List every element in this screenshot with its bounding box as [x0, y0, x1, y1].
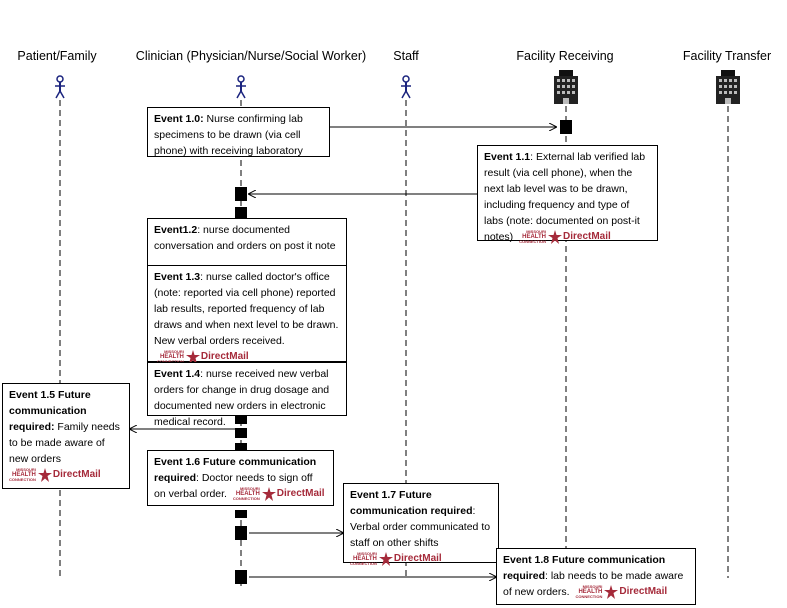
event-1-7-box: Event 1.7 Future communication required:…	[343, 483, 499, 567]
event-1-3-text: : nurse called doctor's office (note: re…	[154, 271, 339, 347]
person-icon	[236, 75, 246, 99]
activation-clinician-8	[235, 570, 247, 584]
event-1-1-box: Event 1.1: External lab verified lab res…	[477, 145, 658, 245]
logo-line3: CONNECTION	[350, 561, 377, 567]
event-1-6-box: Event 1.6 Future communication required:…	[147, 450, 334, 506]
logo-line3: CONNECTION	[157, 360, 184, 364]
event-1-1-title: Event 1.1	[484, 151, 531, 163]
logo-line1: MISSOURI	[164, 349, 184, 355]
activation-clinician-7	[235, 526, 247, 540]
activation-clinician-6	[235, 510, 247, 518]
building-icon	[554, 70, 578, 104]
event-1-2-text: : nurse documented conversation and orde…	[154, 224, 336, 252]
actor-label-facility-transfer: Facility Transfer	[682, 49, 772, 63]
directmail-star-icon	[185, 350, 200, 365]
activation-clinician-5	[235, 443, 247, 453]
event-1-4-box: Event 1.4: nurse received new verbal ord…	[147, 362, 347, 428]
directmail-star-icon	[378, 552, 393, 567]
event-1-4-title: Event 1.4	[154, 368, 201, 380]
event-1-2-title: Event1.2	[154, 224, 198, 236]
logo-line2: HEALTH	[160, 354, 184, 361]
logo-line2: HEALTH	[353, 556, 377, 563]
event-1-6-title: Event 1.6 Future communication required	[154, 456, 317, 484]
logo-text: DirectMail	[52, 469, 101, 481]
logo-line1: MISSOURI	[582, 584, 603, 590]
event-1-2-box: Event1.2: nurse documented conversation …	[147, 218, 347, 266]
event-1-0-box: Event 1.0: Nurse confirming lab specimen…	[147, 107, 330, 157]
directmail-star-icon	[604, 585, 619, 600]
event-1-8-title: Event 1.8 Future communication required	[503, 554, 666, 582]
logo-text: DirectMail	[200, 351, 249, 363]
logo-line1: MISSOURI	[240, 486, 260, 492]
event-1-0-text: Nurse confirming lab specimens to be dra…	[154, 113, 303, 157]
logo-line1: MISSOURI	[526, 229, 546, 235]
actor-label-clinician: Clinician (Physician/Nurse/Social Worker…	[135, 49, 367, 63]
event-1-6-text: : Doctor needs to sign off on verbal ord…	[154, 472, 313, 500]
event-1-8-text: : lab needs to be made aware of new orde…	[503, 570, 684, 598]
logo-line2: HEALTH	[522, 234, 546, 241]
directmail-star-icon	[261, 487, 276, 502]
logo-text: DirectMail	[563, 231, 611, 243]
logo-line1: MISSOURI	[16, 467, 36, 473]
directmail-star-icon	[37, 468, 52, 483]
event-1-7-title: Event 1.7 Future communication required	[350, 489, 473, 517]
event-1-3-title: Event 1.3	[154, 271, 201, 283]
logo-text: DirectMail	[393, 553, 442, 565]
logo-line3: CONNECTION	[519, 239, 546, 245]
event-1-5-text: Family needs to be made aware of new ord…	[9, 421, 120, 465]
event-1-4-text: : nurse received new verbal orders for c…	[154, 368, 330, 428]
logo-line2: HEALTH	[235, 491, 260, 498]
event-1-8-box: Event 1.8 Future communication required:…	[496, 548, 696, 605]
event-1-5-title: Event 1.5 Future communication required:	[9, 389, 91, 433]
logo-line2: HEALTH	[578, 589, 603, 596]
logo-text: DirectMail	[276, 488, 325, 500]
logo-line3: CONNECTION	[232, 496, 260, 502]
activation-receiving	[560, 120, 572, 134]
actor-label-staff: Staff	[393, 49, 419, 63]
event-1-5-box: Event 1.5 Future communication required:…	[2, 383, 130, 489]
logo-line3: CONNECTION	[9, 477, 36, 483]
building-icon	[716, 70, 740, 104]
event-1-0-title: Event 1.0:	[154, 113, 204, 125]
activation-clinician-2	[235, 207, 247, 219]
event-1-1-text: : External lab verified lab result (via …	[484, 151, 646, 243]
person-icon	[401, 75, 411, 99]
event-1-3-box: Event 1.3: nurse called doctor's office …	[147, 265, 347, 365]
actor-label-facility-receiving: Facility Receiving	[516, 49, 614, 63]
logo-line1: MISSOURI	[357, 551, 377, 557]
directmail-star-icon	[548, 230, 562, 245]
event-1-7-text: : Verbal order communicated to staff on …	[350, 505, 491, 549]
logo-text: DirectMail	[619, 586, 668, 598]
person-icon	[55, 75, 65, 99]
logo-line2: HEALTH	[12, 472, 36, 479]
activation-clinician-4	[235, 428, 247, 438]
activation-clinician-1	[235, 187, 247, 201]
actor-label-patient: Patient/Family	[17, 49, 97, 63]
logo-line3: CONNECTION	[575, 594, 603, 600]
